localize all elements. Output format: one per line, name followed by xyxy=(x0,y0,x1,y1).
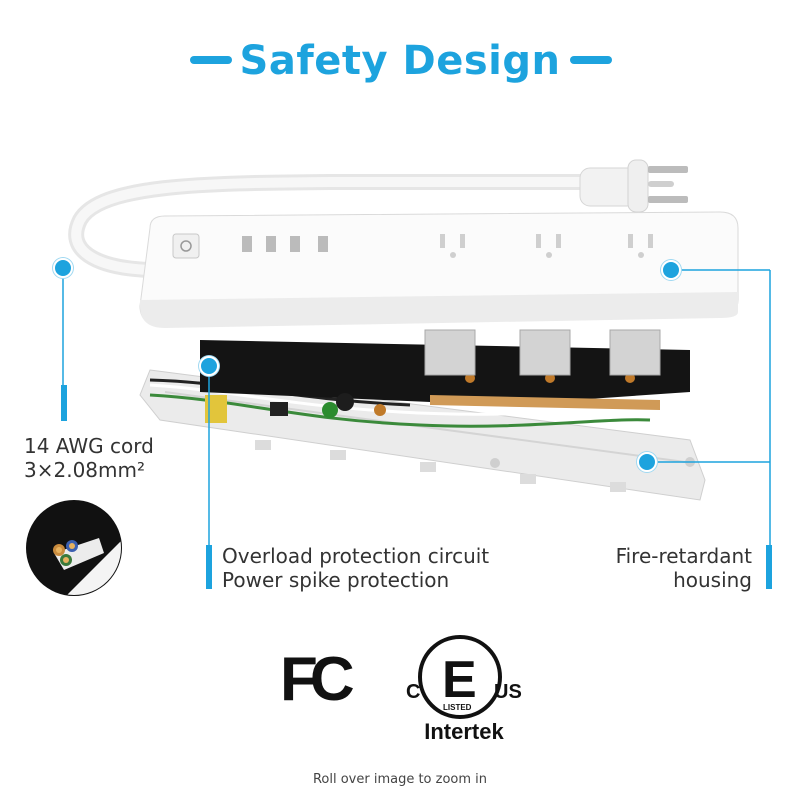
title-right-dash xyxy=(570,56,612,64)
socket-blocks xyxy=(424,329,661,376)
power-strip-top xyxy=(139,211,739,328)
page-title: Safety Design xyxy=(239,38,561,84)
title-area: Safety Design xyxy=(0,30,800,90)
spike-protection-label: Power spike protection xyxy=(222,568,450,592)
etl-listed-logo: E C US LISTED Intertek xyxy=(398,625,528,755)
circuit-callout-bar xyxy=(206,545,212,589)
housing-callout-bar xyxy=(766,545,772,589)
circuit-callout-text: Overload protection circuit Power spike … xyxy=(222,544,552,592)
etl-c-mark: C xyxy=(406,681,421,703)
cord-spec-size: 3×2.08mm² xyxy=(24,458,145,482)
cord-spec-label: 14 AWG cord xyxy=(24,434,154,458)
cord-callout-text: 14 AWG cord 3×2.08mm² xyxy=(24,434,204,482)
cord-callout-dot xyxy=(53,258,73,278)
wall-plug xyxy=(579,159,688,213)
circuit-callout-dot xyxy=(199,356,219,376)
cord-callout-bar xyxy=(61,385,67,421)
zoom-hint: Roll over image to zoom in xyxy=(312,772,488,787)
housing-label: housing xyxy=(673,568,752,592)
title-left-dash xyxy=(190,56,232,64)
power-button-icon xyxy=(172,233,200,259)
fcc-logo: FC xyxy=(280,645,355,714)
cable-cross-section-image xyxy=(26,500,122,596)
svg-text:E: E xyxy=(442,651,477,709)
housing-bottom-callout-dot xyxy=(637,452,657,472)
housing-callout-text: Fire-retardant housing xyxy=(560,544,752,592)
etl-listed-text: LISTED xyxy=(443,703,472,712)
fire-retardant-label: Fire-retardant xyxy=(615,544,752,568)
intertek-text: Intertek xyxy=(424,719,504,744)
overload-protection-label: Overload protection circuit xyxy=(222,544,490,568)
housing-top-callout-dot xyxy=(661,260,681,280)
etl-us-mark: US xyxy=(494,681,522,703)
